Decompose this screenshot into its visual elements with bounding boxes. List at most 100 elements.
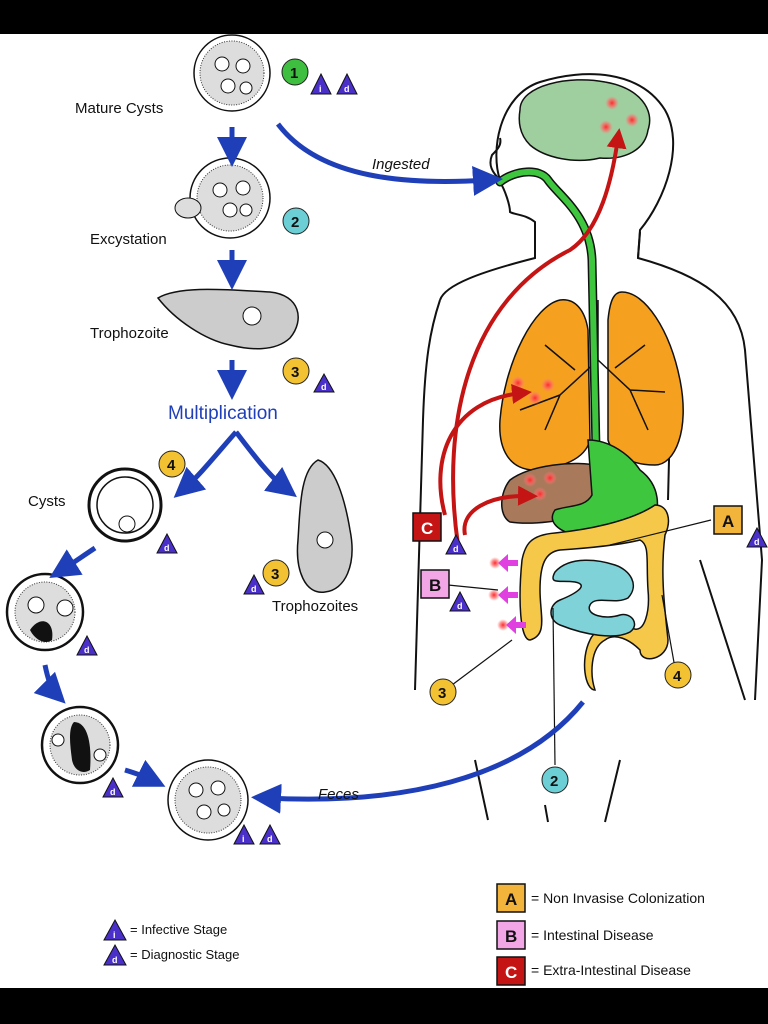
svg-text:2: 2	[291, 214, 299, 231]
label-trophozoites: Trophozoites	[272, 598, 358, 615]
svg-text:d: d	[344, 84, 350, 94]
svg-text:A: A	[505, 890, 517, 909]
diagnostic-triangle: d	[313, 372, 335, 393]
small-intestine	[550, 559, 636, 637]
marker-4-cysts: 4	[158, 450, 186, 478]
extra-intestinal-arrows	[438, 128, 627, 546]
trophozoite-nucleus	[242, 306, 262, 326]
cyst-stage-two	[5, 572, 85, 652]
liver-lesion	[543, 471, 557, 485]
brain-lesion	[625, 113, 639, 127]
svg-text:A: A	[722, 512, 734, 531]
diagnostic-triangle: d	[76, 634, 98, 656]
legs-outline	[474, 759, 621, 823]
label-cysts: Cysts	[28, 493, 66, 510]
svg-text:i: i	[242, 834, 245, 844]
feces-arrow	[251, 700, 585, 814]
svg-text:d: d	[267, 834, 273, 844]
body-outline	[414, 73, 764, 701]
svg-text:1: 1	[290, 65, 298, 82]
legend-infective: i = Infective Stage	[103, 918, 227, 941]
legend-diagnostic: d = Diagnostic Stage	[103, 943, 239, 966]
invasion-arrows	[498, 554, 526, 634]
box-a-body: A	[713, 505, 743, 535]
diagnostic-triangle: d	[259, 823, 281, 845]
label-excystation: Excystation	[90, 231, 167, 248]
diagnostic-triangle: d	[156, 532, 178, 554]
cysts-illustration	[87, 467, 163, 543]
excystation-illustration	[174, 157, 271, 239]
cycle-arrows	[33, 122, 585, 814]
marker-4-body: 4	[664, 661, 692, 689]
infective-triangle: i	[233, 823, 255, 845]
liver-lesion	[523, 473, 537, 487]
marker-3-trophozoite: 3	[282, 357, 310, 385]
colon	[519, 504, 670, 691]
marker-1: 1	[281, 58, 309, 86]
esophagus-fill	[497, 169, 599, 453]
svg-text:3: 3	[271, 566, 279, 583]
legend-b: B = Intestinal Disease	[496, 920, 654, 950]
svg-text:d: d	[164, 543, 170, 553]
svg-text:C: C	[421, 519, 433, 538]
svg-text:B: B	[429, 576, 441, 595]
legend-diagnostic-text: = Diagnostic Stage	[130, 947, 239, 962]
svg-text:3: 3	[438, 685, 446, 702]
svg-text:C: C	[505, 963, 517, 982]
svg-text:d: d	[112, 955, 118, 965]
svg-text:d: d	[754, 537, 760, 547]
marker-2-excystation: 2	[282, 207, 310, 235]
lung-lesion	[511, 376, 525, 390]
label-multiplication: Multiplication	[168, 403, 278, 424]
label-feces: Feces	[318, 786, 359, 803]
brain-lesion	[599, 120, 613, 134]
diagnostic-triangle: d	[449, 590, 471, 612]
brain-lesion	[605, 96, 619, 110]
legend-b-text: = Intestinal Disease	[531, 927, 654, 943]
box-b-body: B	[420, 569, 450, 599]
diagnostic-triangle: d	[746, 526, 768, 548]
legend-a: A = Non Invasise Colonization	[496, 883, 705, 913]
marker-3-body: 3	[429, 678, 457, 706]
label-mature-cysts: Mature Cysts	[75, 100, 163, 117]
legend-c-text: = Extra-Intestinal Disease	[531, 962, 691, 978]
diagnostic-triangle: d	[243, 573, 265, 595]
legend-a-text: = Non Invasise Colonization	[531, 890, 705, 906]
svg-text:i: i	[319, 84, 322, 94]
legend-c: C = Extra-Intestinal Disease	[496, 956, 691, 986]
lung-lesion	[541, 378, 555, 392]
diagnostic-triangle: d	[445, 533, 467, 555]
lung-lesion	[528, 391, 542, 405]
colon-lesion	[497, 619, 509, 631]
svg-text:d: d	[457, 601, 463, 611]
svg-text:i: i	[113, 930, 116, 940]
cyst-stage-three	[40, 705, 120, 785]
marker-3-trophozoites: 3	[262, 559, 290, 587]
neck-line	[637, 231, 641, 259]
label-trophozoite: Trophozoite	[90, 325, 169, 342]
infective-triangle: i	[310, 72, 332, 95]
colon-lesion	[488, 589, 500, 601]
svg-text:B: B	[505, 927, 517, 946]
svg-text:d: d	[453, 544, 459, 554]
right-lung	[607, 291, 684, 466]
marker-2-body: 2	[541, 766, 569, 794]
label-ingested: Ingested	[372, 156, 430, 173]
diagnostic-triangle: d	[102, 776, 124, 798]
svg-text:2: 2	[550, 773, 558, 790]
svg-text:d: d	[321, 382, 327, 392]
leader-lines	[447, 519, 712, 766]
svg-text:d: d	[84, 645, 90, 655]
svg-text:d: d	[251, 584, 257, 594]
colon-lesion	[489, 557, 501, 569]
legend-infective-text: = Infective Stage	[130, 922, 227, 937]
svg-text:3: 3	[291, 364, 299, 381]
trophozoites-illustration	[296, 459, 353, 593]
svg-text:4: 4	[673, 668, 682, 685]
mature-cyst-illustration	[193, 34, 271, 112]
liver-lesion	[533, 487, 547, 501]
diagnostic-triangle: d	[336, 72, 358, 95]
box-c-body: C	[412, 512, 442, 542]
excreted-cyst-illustration	[167, 759, 249, 841]
